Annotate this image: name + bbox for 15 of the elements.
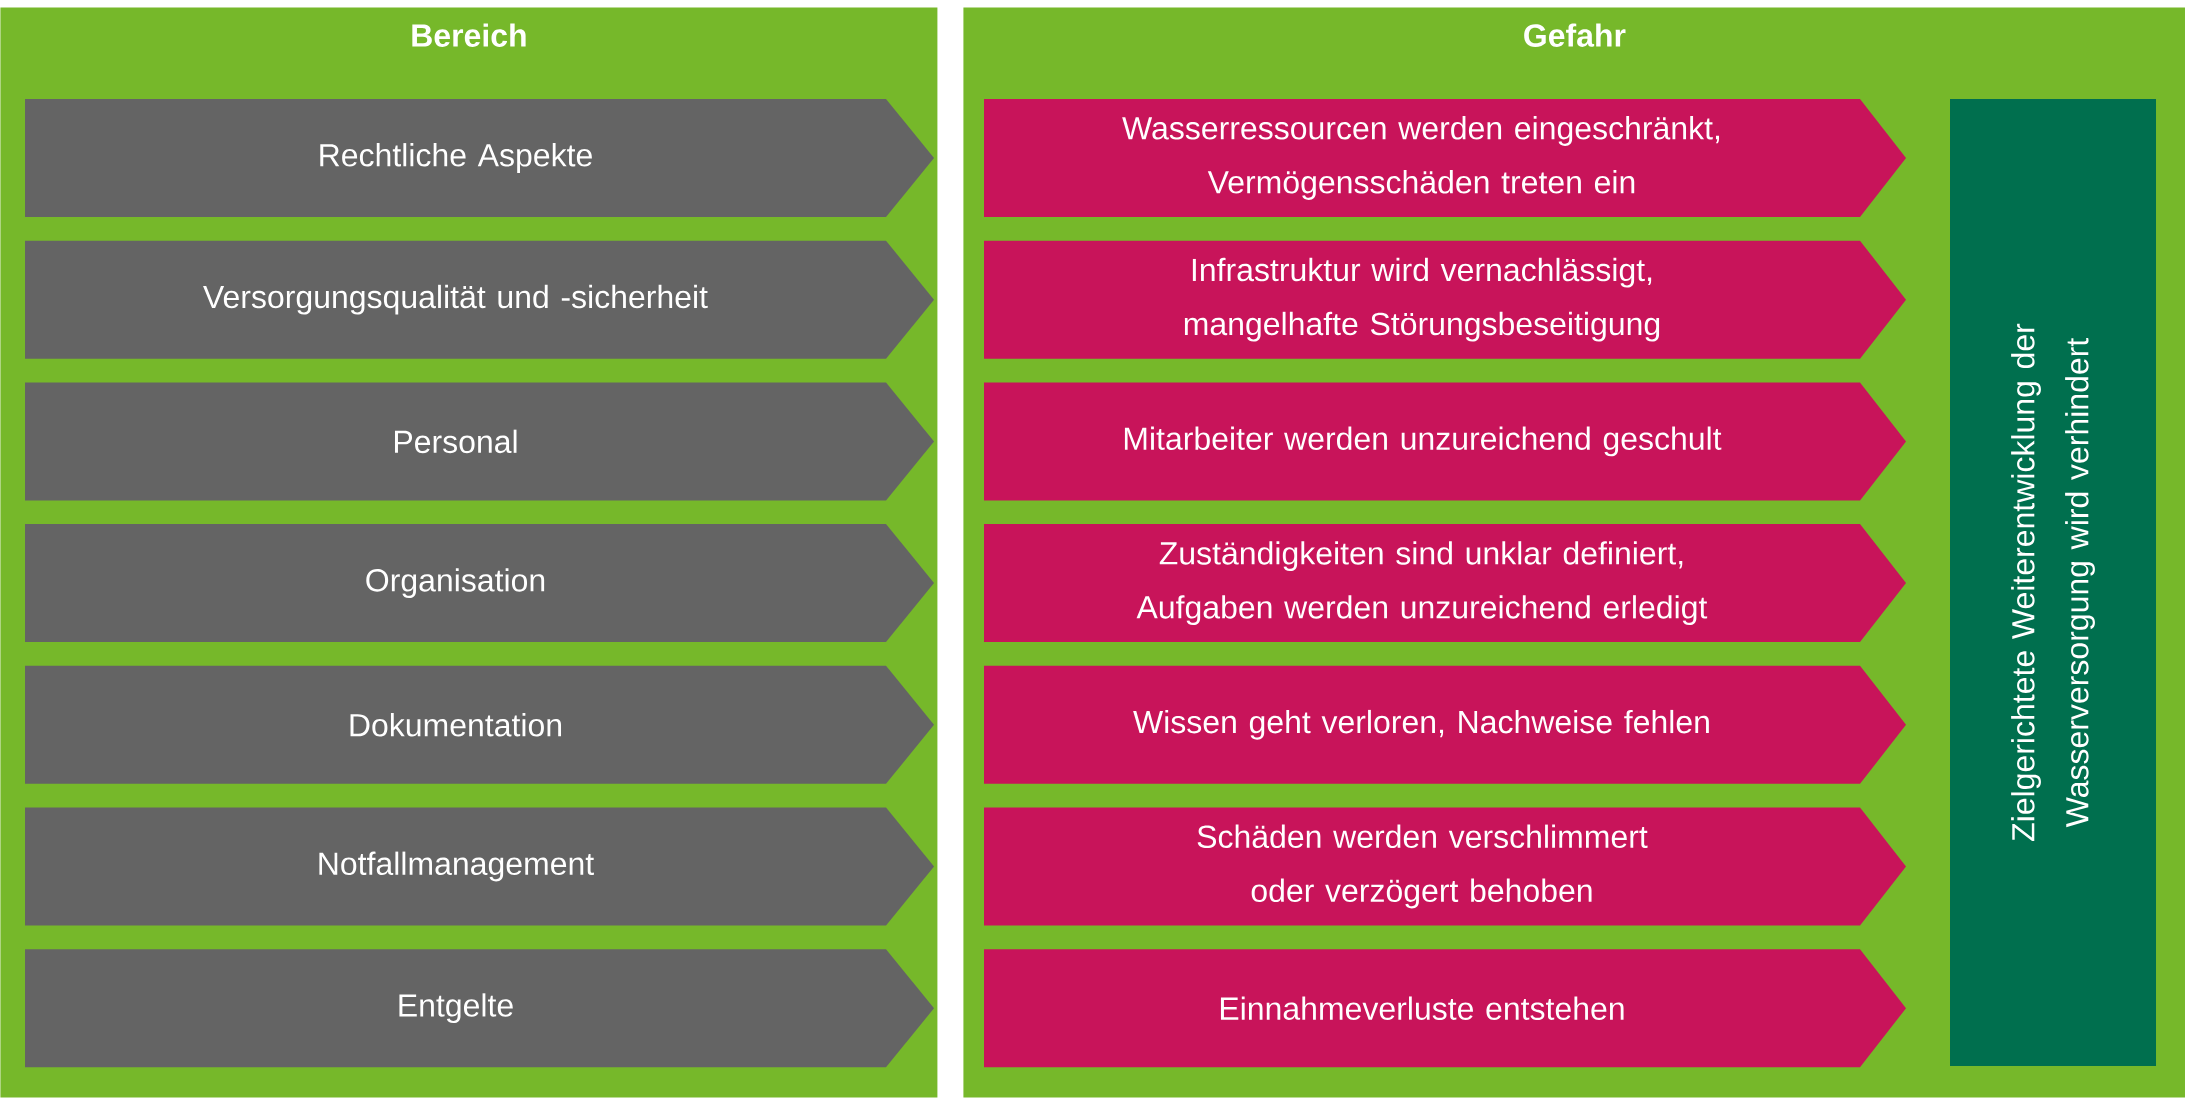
chevron-box: Organisation	[25, 524, 934, 643]
chevron-box: Schäden werden verschlimmert oder verzögert behoben	[984, 807, 1906, 926]
chevron-box: Infrastruktur wird vernachlässigt, mangelhafte Störungsbeseitigung	[984, 240, 1906, 359]
chevron-box: Versorgungsqualität und -sicherheit	[25, 240, 934, 359]
chevron-box: Wasserressourcen werden eingeschränkt, Vermögensschäden treten ein	[984, 99, 1906, 217]
chevron-box: Notfallmanagement	[25, 807, 934, 926]
chevron-box: Rechtliche Aspekte	[25, 99, 934, 217]
chevron-box: Entgelte	[25, 949, 934, 1068]
chevron-box: Personal	[25, 382, 934, 501]
chevron-box: Einnahmeverluste entstehen	[984, 949, 1906, 1068]
chevron-box: Dokumentation	[25, 665, 934, 784]
chevron-box: Zuständigkeiten sind unklar definiert, Aufgaben werden unzureichend erledigt	[984, 524, 1906, 643]
vertical-box: Zielgerichtete Weiterentwicklung der Wasserversorgung wird verhindert	[1950, 99, 2156, 1066]
chevron-box: Mitarbeiter werden unzureichend geschult	[984, 382, 1906, 501]
chevron-box: Wissen geht verloren, Nachweise fehlen	[984, 665, 1906, 784]
